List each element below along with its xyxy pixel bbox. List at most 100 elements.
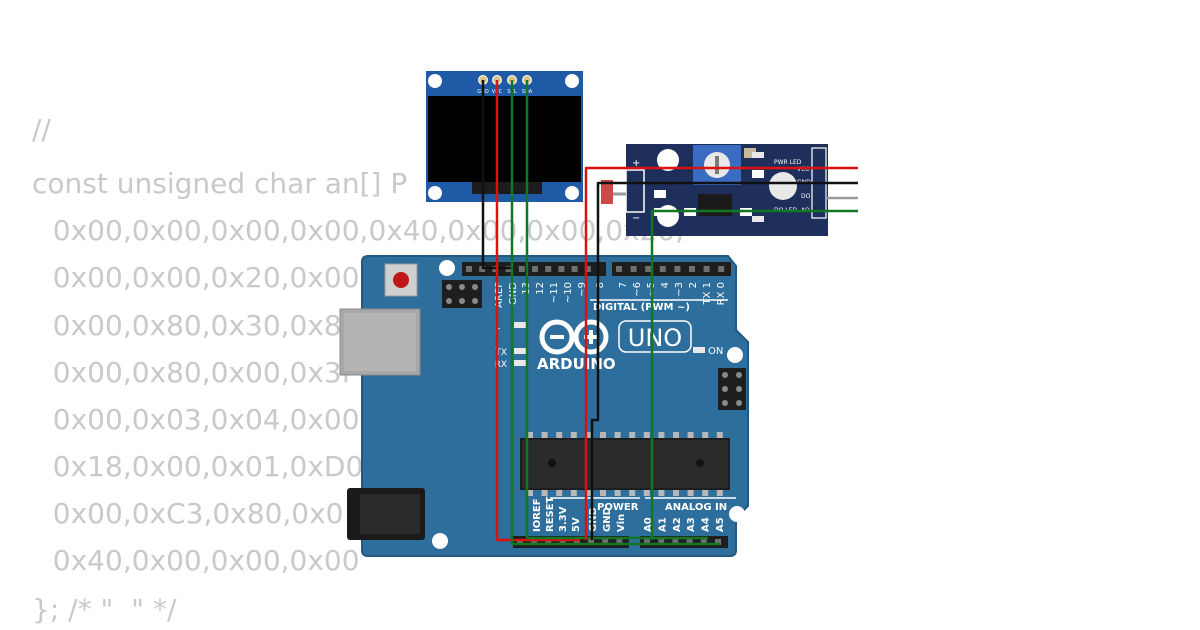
code-line: }; /* " " */ xyxy=(32,593,177,626)
wire-oled-vcc[interactable] xyxy=(495,80,580,542)
header-pin xyxy=(686,539,693,545)
code-line: 0x40,0x00,0x00,0x00 xyxy=(35,544,360,577)
usb-connector-inner xyxy=(344,313,416,371)
digital-pin-label: ~9 xyxy=(577,282,588,297)
header-pin xyxy=(659,266,666,272)
pwr-led xyxy=(752,152,764,158)
code-line: // xyxy=(32,113,51,146)
analog-pin-label: A4 xyxy=(701,517,712,532)
analog-pin-label: A1 xyxy=(657,517,668,532)
header-pin xyxy=(616,539,623,545)
potentiometer-slot xyxy=(715,156,719,174)
wire-oled-sda[interactable] xyxy=(525,80,708,540)
header-pin xyxy=(703,266,710,272)
oled-mount-hole xyxy=(428,186,442,200)
header-pin xyxy=(674,266,681,272)
code-line: 0x00,0x03,0x04,0x00 xyxy=(35,403,360,436)
oled-display[interactable]: GND VCC SCL SDA xyxy=(426,71,583,202)
header-pin xyxy=(531,539,538,545)
bottom-pin-holes xyxy=(517,539,721,545)
header-pin xyxy=(584,266,591,272)
power-pin-label: GND xyxy=(588,507,599,532)
smd-resistor xyxy=(744,148,756,158)
oled-mount-hole xyxy=(565,186,579,200)
analog-pin-label: A0 xyxy=(643,517,654,532)
digital-pin-label: ~10 xyxy=(563,282,574,303)
header-pin xyxy=(588,539,594,545)
sensor-mount-hole xyxy=(657,149,679,171)
mounting-hole xyxy=(432,533,448,549)
header-pin xyxy=(645,266,652,272)
do-led xyxy=(752,216,764,222)
wire-sensor-vcc[interactable] xyxy=(584,166,858,540)
icsp-header-top xyxy=(442,280,482,308)
oled-mount-hole xyxy=(565,74,579,88)
uno-badge xyxy=(618,320,692,353)
oled-screen xyxy=(428,96,581,182)
probe-plug xyxy=(601,180,613,204)
header-pin xyxy=(545,266,552,272)
power-pin-label: 5V xyxy=(571,517,582,532)
digital-pin-label: AREF xyxy=(494,282,505,308)
header-pin xyxy=(689,266,695,272)
wire-sensor-gnd[interactable] xyxy=(590,181,858,540)
code-line: const unsigned char an[] P xyxy=(32,167,408,200)
digital-pin-label: 8 xyxy=(595,282,606,288)
code-line: 0x00,0x80,0x30,0x8 xyxy=(35,309,342,342)
wire-oled-scl[interactable] xyxy=(510,80,720,546)
mounting-hole xyxy=(729,506,745,522)
oled-mount-hole xyxy=(428,74,442,88)
digital-pin-label: 12 xyxy=(535,282,546,295)
pwr-led-label: PWR LED xyxy=(774,159,802,166)
power-pin-label: GND xyxy=(602,507,613,532)
mounting-hole xyxy=(439,260,455,276)
header-pin xyxy=(672,539,679,545)
header-pin xyxy=(715,539,721,545)
header-pin xyxy=(658,539,665,545)
header-pin xyxy=(545,539,552,545)
arduino-brand-label: ARDUINO xyxy=(537,355,616,373)
icsp-header-right xyxy=(718,368,746,410)
digital-pin-label: ~3 xyxy=(674,282,685,297)
arduino-logo xyxy=(539,319,609,355)
digital-pin-label: 7 xyxy=(618,282,629,288)
header-pin xyxy=(630,266,637,272)
rx-led-label: RX xyxy=(495,360,507,370)
header-pin xyxy=(479,266,486,272)
header-pin xyxy=(573,539,580,545)
digital-pin-label: RX 0 xyxy=(716,282,727,305)
analog-pin-label: A3 xyxy=(686,517,697,532)
header-pin xyxy=(700,539,707,545)
rx-led xyxy=(514,360,526,366)
header-pin xyxy=(518,266,525,272)
header-pin xyxy=(602,539,609,545)
code-line: 0x18,0x00,0x01,0xD0 xyxy=(35,450,364,483)
analog-pin-label: A2 xyxy=(672,517,683,532)
header-pin xyxy=(558,266,565,272)
power-pin-label: RESET xyxy=(545,496,556,532)
tx-led xyxy=(514,348,526,354)
digital-pin-label: 2 xyxy=(688,282,699,288)
header-pin xyxy=(571,266,578,272)
header-pin xyxy=(616,266,622,272)
sensor-element xyxy=(769,172,797,200)
wire-sensor-ao[interactable] xyxy=(650,209,858,540)
power-pin-label: IOREF xyxy=(532,498,543,532)
probe-connector[interactable] xyxy=(625,169,645,213)
reset-button-cap[interactable] xyxy=(393,272,409,288)
digital-pin-label: ~6 xyxy=(632,282,643,297)
oled-flex-cable xyxy=(472,182,542,194)
power-pin-label: Vin xyxy=(616,514,627,532)
sensor-pin-label: DO xyxy=(801,193,811,200)
infinity-logo-right xyxy=(573,319,609,355)
wire-oled-gnd[interactable] xyxy=(481,80,514,270)
digital-pin-label: 4 xyxy=(660,282,671,288)
comparator-ic xyxy=(698,194,732,216)
code-line: 0x00,0xC3,0x80,0x0 xyxy=(35,497,344,530)
infinity-logo-left xyxy=(539,319,575,355)
analog-section-label: ANALOG IN xyxy=(665,502,727,513)
sensor-module[interactable]: PWR LED DO LED VCC GND DO AO + − xyxy=(601,144,828,236)
header-pin xyxy=(559,539,566,545)
